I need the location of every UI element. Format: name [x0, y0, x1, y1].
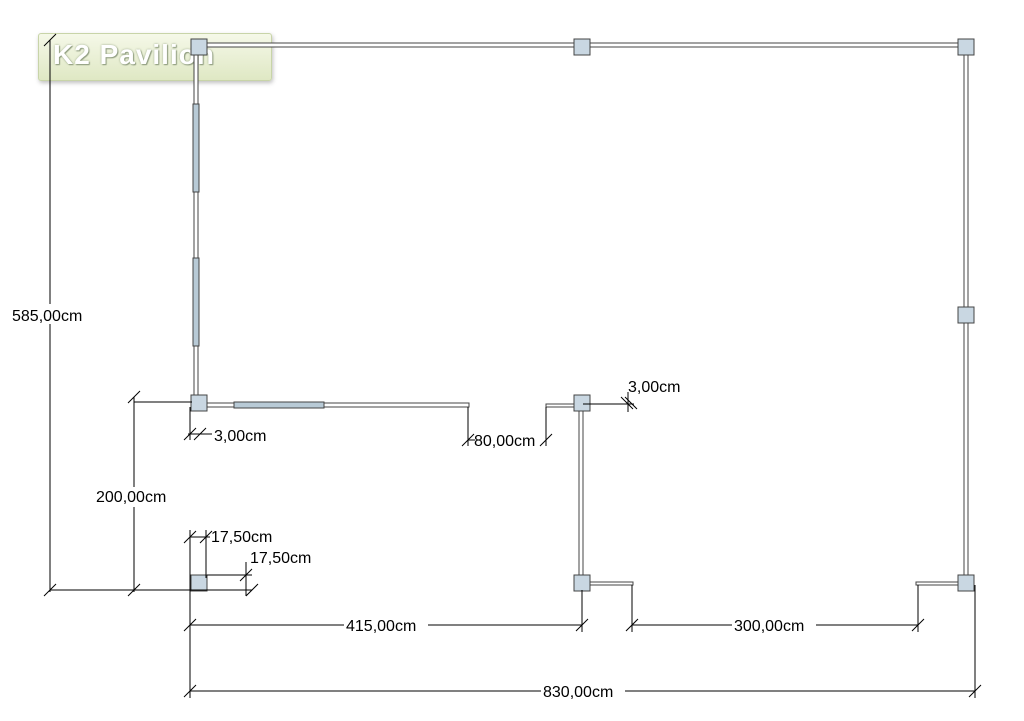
post — [190, 38, 208, 56]
k2-pavilion-logo: K2 Pavilion — [38, 33, 272, 81]
post — [190, 394, 208, 412]
walls — [193, 42, 969, 586]
dimension-labels: 585,00cm 200,00cm 3,00cm 80,00cm 3,00cm … — [10, 304, 816, 701]
dim-3-right: 3,00cm — [628, 379, 680, 396]
dim-80: 80,00cm — [474, 433, 535, 450]
post — [957, 574, 975, 592]
dim-585: 585,00cm — [12, 308, 82, 325]
dim-415: 415,00cm — [346, 618, 416, 635]
post — [190, 574, 208, 592]
windows — [192, 103, 325, 409]
dim-17-5-width: 17,50cm — [211, 529, 272, 546]
posts — [190, 38, 975, 592]
post — [957, 306, 975, 324]
dim-200: 200,00cm — [96, 489, 166, 506]
left-wall — [193, 46, 199, 404]
dim-830: 830,00cm — [543, 684, 613, 701]
dim-300: 300,00cm — [734, 618, 804, 635]
post — [957, 38, 975, 56]
dimension-lines — [43, 33, 982, 698]
dim-3-left: 3,00cm — [214, 428, 266, 445]
window-left-lower — [192, 257, 200, 347]
window-left-upper — [192, 103, 200, 193]
post — [573, 574, 591, 592]
window-inner — [233, 401, 325, 409]
dim-17-5-depth: 17,50cm — [250, 550, 311, 567]
logo-text: K2 Pavilion — [53, 39, 215, 70]
inner-vertical-wall — [578, 403, 584, 585]
post — [573, 394, 591, 412]
post — [573, 38, 591, 56]
